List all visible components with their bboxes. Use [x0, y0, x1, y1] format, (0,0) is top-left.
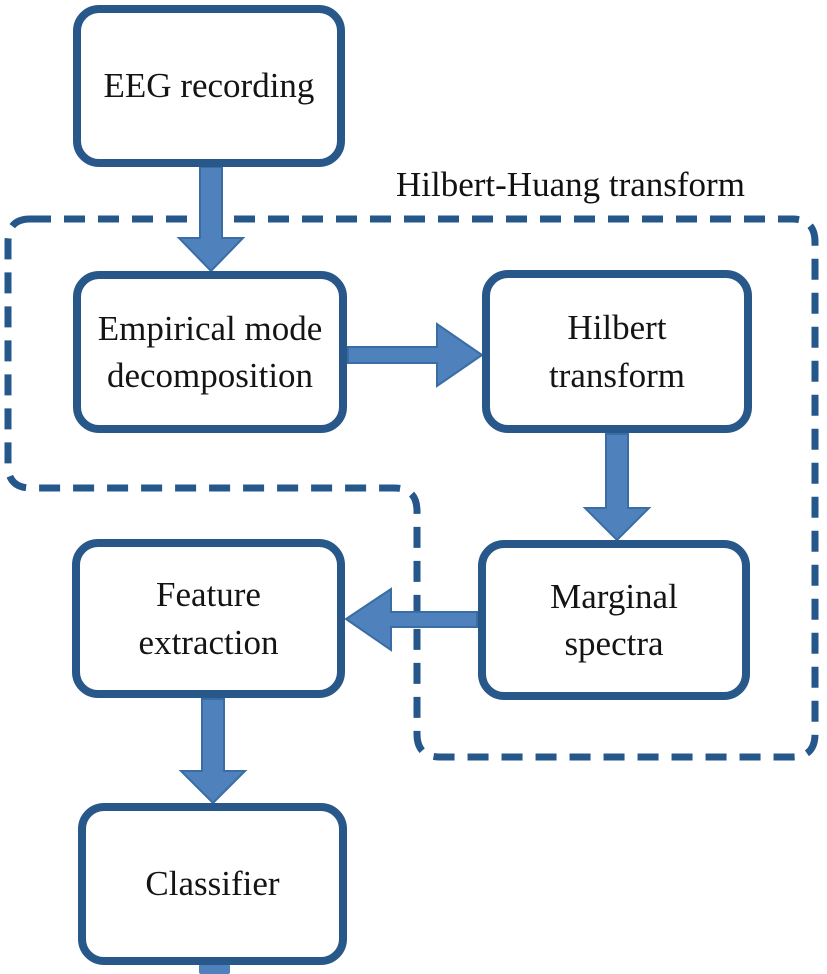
node-label: Marginal spectra: [550, 576, 678, 663]
arrow-eeg-to-emd: [176, 166, 246, 273]
node-classifier: Classifier: [78, 803, 347, 965]
arrow-classifier-out-stub: [199, 964, 230, 974]
node-label: Feature extraction: [138, 575, 279, 662]
node-marginal-spectra: Marginal spectra: [478, 540, 750, 700]
arrow-feature-to-classifier: [178, 698, 248, 805]
arrow-emd-to-hilbert: [347, 322, 484, 388]
node-label: EEG recording: [103, 66, 315, 106]
node-hilbert-transform: Hilbert transform: [482, 270, 752, 433]
node-empirical-mode-decomposition: Empirical mode decomposition: [73, 271, 347, 433]
hht-group-outline: [4, 215, 819, 761]
node-eeg-recording: EEG recording: [73, 5, 345, 167]
arrow-marginal-to-feature: [344, 587, 478, 652]
node-label: Hilbert transform: [548, 308, 686, 395]
node-feature-extraction: Feature extraction: [72, 539, 345, 698]
node-label: Classifier: [145, 864, 280, 904]
arrow-hilbert-to-marginal: [582, 433, 652, 542]
hht-group-label: Hilbert-Huang transform: [396, 165, 745, 204]
node-label: Empirical mode decomposition: [97, 308, 323, 395]
